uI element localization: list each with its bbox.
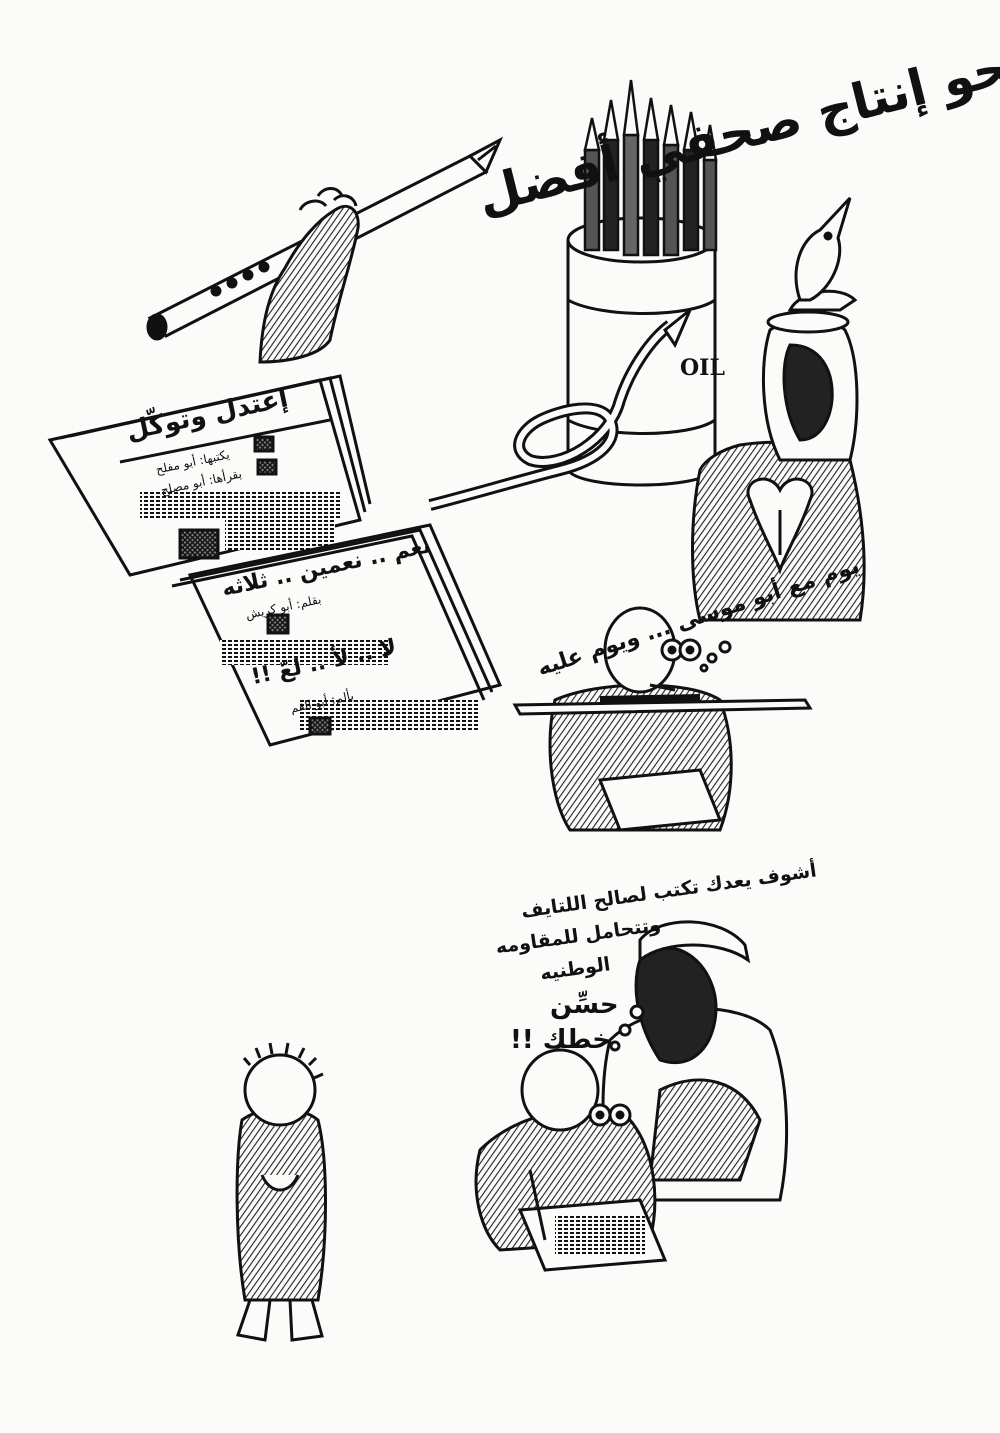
pen-snake xyxy=(428,308,692,511)
hand xyxy=(258,187,360,364)
pencils xyxy=(583,79,718,257)
handwriting-2: خطك !! xyxy=(510,1025,612,1055)
writer-bottom xyxy=(474,1004,668,1272)
handala-figure xyxy=(235,1042,327,1342)
sheikh-figure xyxy=(691,196,866,622)
handwriting-1: حسِّن xyxy=(550,990,619,1020)
newspaper-2 xyxy=(171,523,503,747)
newspaper-1 xyxy=(47,374,372,577)
barrel-label: OIL xyxy=(680,355,725,381)
sheikh-bottom xyxy=(601,920,789,1202)
writer-figure xyxy=(512,606,813,832)
